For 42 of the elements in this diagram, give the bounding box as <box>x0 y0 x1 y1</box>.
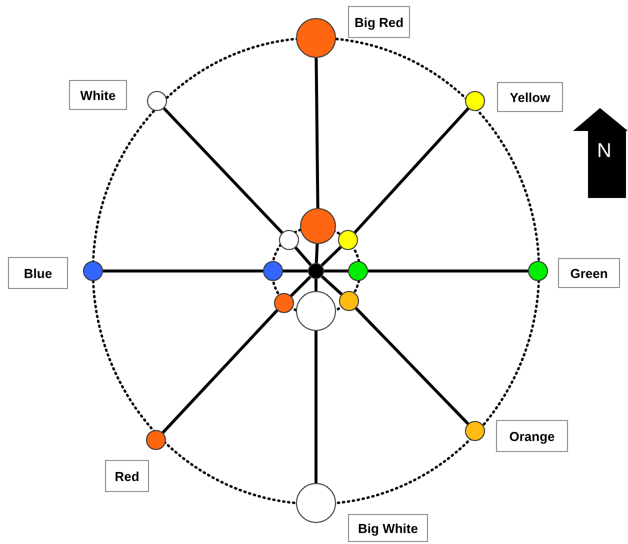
circle-marker <box>348 261 368 281</box>
circle-marker <box>146 430 166 450</box>
label-box: Blue <box>8 257 68 289</box>
circle-marker <box>274 293 294 313</box>
label-box: White <box>69 80 127 110</box>
connector-line <box>314 58 320 208</box>
label-box: Orange <box>496 420 568 452</box>
label-box: Big White <box>348 514 428 542</box>
label-box: Red <box>105 460 149 492</box>
circle-marker <box>296 291 336 331</box>
compass-letter: N <box>597 140 612 163</box>
connector-line <box>368 270 528 272</box>
center-dot <box>308 263 324 279</box>
connector-line <box>320 275 343 296</box>
label-box: Green <box>558 258 620 288</box>
circle-marker <box>279 230 299 250</box>
connector-line <box>283 270 308 272</box>
connector-line <box>354 107 470 234</box>
label-box: Yellow <box>497 82 563 112</box>
connector-line <box>314 244 319 264</box>
circle-marker <box>528 261 548 281</box>
connector-line <box>314 331 318 483</box>
circle-marker <box>465 91 485 111</box>
circle-marker <box>296 483 336 523</box>
connector-line <box>314 279 318 291</box>
circle-marker <box>147 91 167 111</box>
circle-marker <box>465 421 485 441</box>
circle-marker <box>338 230 358 250</box>
connector-line <box>290 276 312 297</box>
circle-marker <box>339 291 359 311</box>
connector-line <box>324 270 348 272</box>
connector-line <box>294 246 312 266</box>
circle-marker <box>83 261 103 281</box>
connector-line <box>354 307 470 425</box>
circle-marker <box>300 208 336 244</box>
connector-line <box>162 309 278 434</box>
connector-line <box>320 246 342 267</box>
circle-marker <box>263 261 283 281</box>
connector-line <box>162 107 284 234</box>
circle-marker <box>296 18 336 58</box>
label-box: Big Red <box>348 6 410 38</box>
connector-line <box>103 270 263 272</box>
